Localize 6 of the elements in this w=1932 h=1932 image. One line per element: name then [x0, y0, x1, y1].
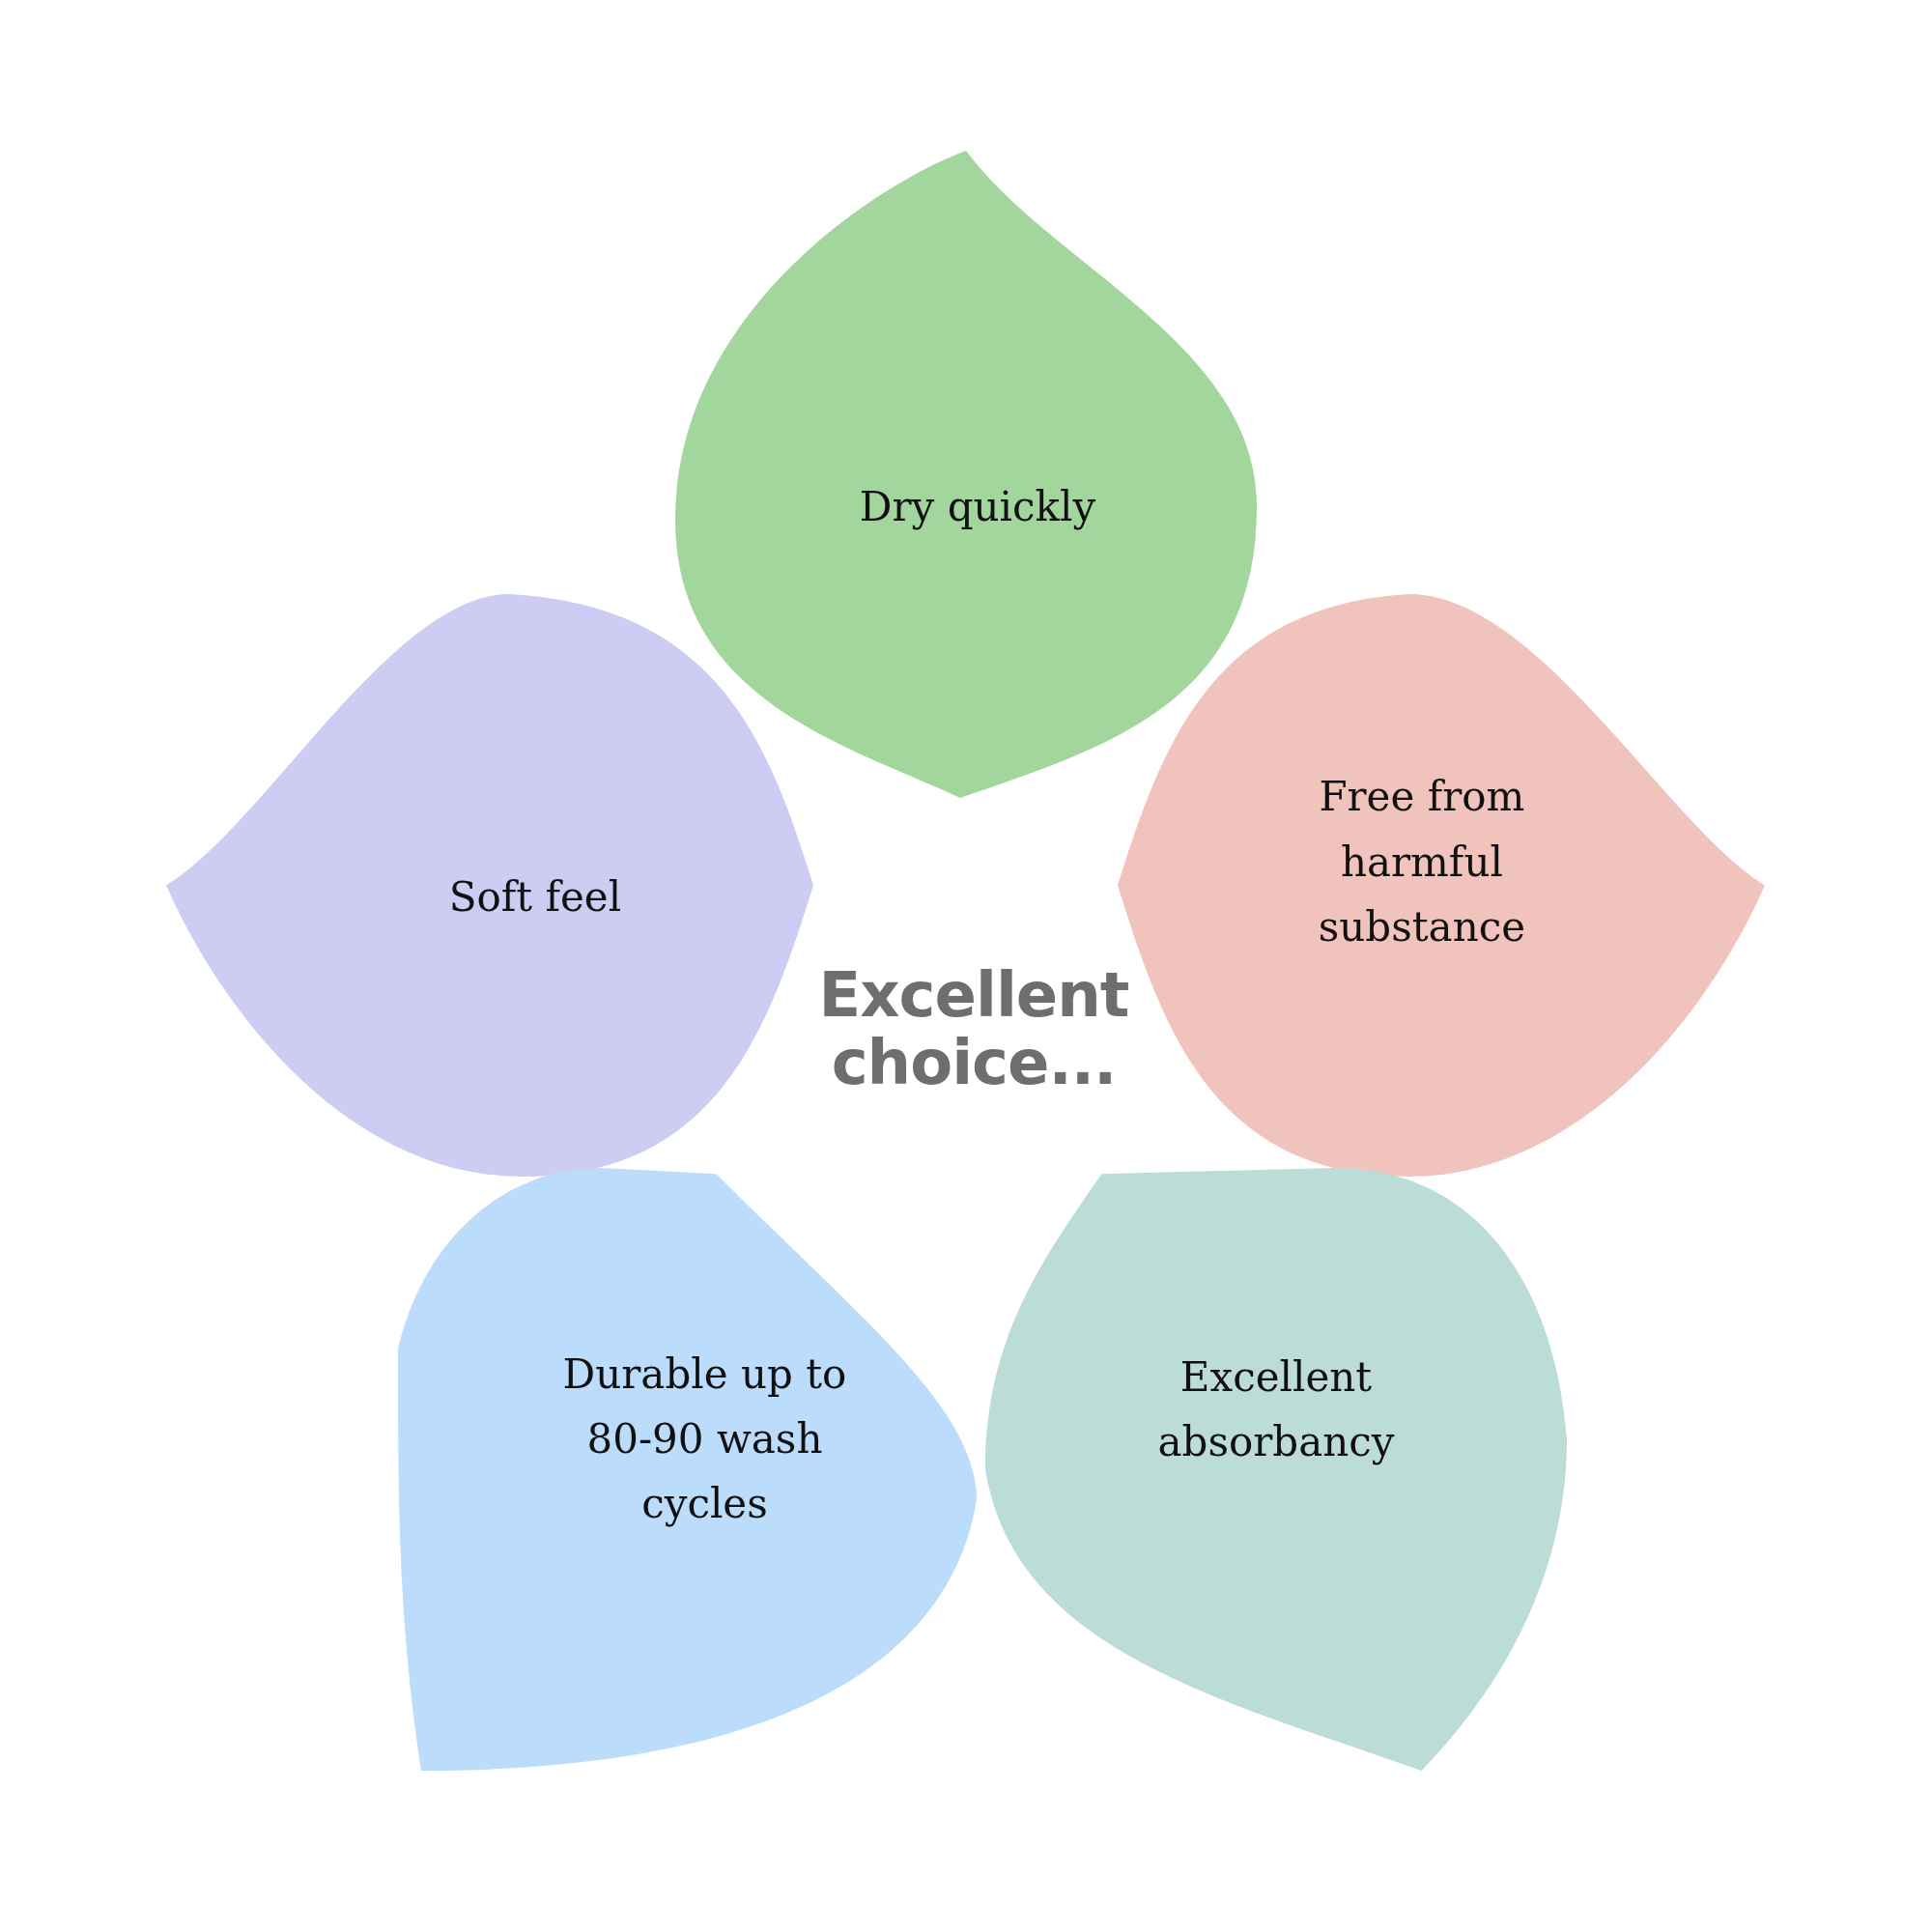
petal-label: Free from harmful substance — [1317, 772, 1527, 952]
petal-label: Soft feel — [447, 871, 623, 923]
petal-label: Durable up to 80-90 wash cycles — [561, 1350, 848, 1530]
petal-label: Excellent absorbancy — [1156, 1351, 1396, 1467]
center-heading: Excellent choice... — [817, 960, 1130, 1097]
petal-label: Dry quickly — [858, 481, 1097, 532]
